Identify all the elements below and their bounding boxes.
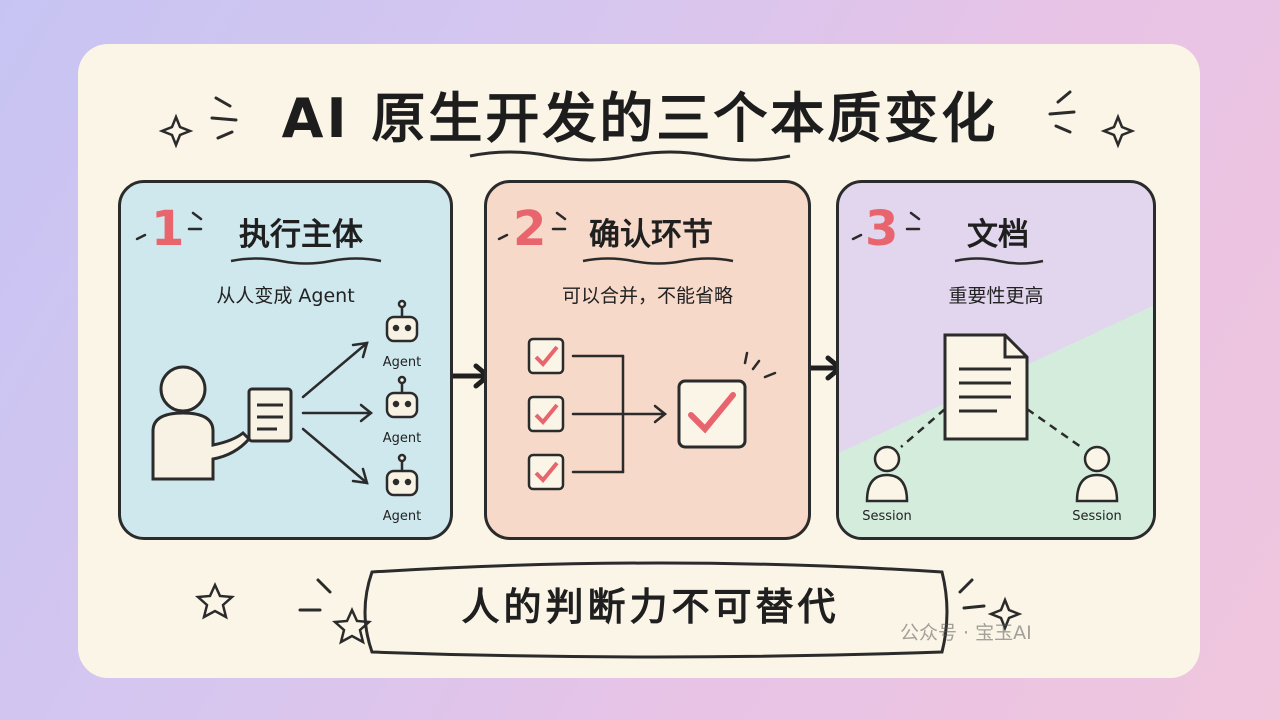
- panel-subtitle: 可以合并，不能省略: [561, 285, 733, 307]
- panel-executor: 1 执行主体 从人变成 Agent: [118, 180, 453, 540]
- panel-illustration: [497, 211, 777, 491]
- session-label: Session: [862, 509, 912, 524]
- tagline-lines-left: [298, 578, 332, 612]
- heading-underline: [230, 257, 382, 265]
- title-underline: [469, 150, 791, 162]
- title-lines-right: [1048, 90, 1076, 134]
- agent-label: Agent: [382, 509, 422, 524]
- robot-icon: [385, 375, 419, 419]
- panel-number: 2: [513, 201, 547, 257]
- agent-label: Agent: [382, 431, 422, 446]
- sparkle-icon: [987, 596, 1023, 632]
- session-label: Session: [1072, 509, 1122, 524]
- robot-icon: [385, 299, 419, 343]
- panel-heading: 文档: [967, 217, 1029, 253]
- panel-heading: 确认环节: [589, 217, 713, 253]
- person-icon: [151, 365, 252, 481]
- checkbox-icon: [527, 337, 565, 375]
- watermark: 公众号 · 宝玉AI: [900, 622, 1032, 644]
- panel-documentation: 3 文档 重要性更高 Session Session: [836, 180, 1156, 540]
- tagline-lines-right: [958, 578, 986, 610]
- panel-number: 1: [151, 201, 185, 257]
- merged-checkbox-icon: [677, 379, 747, 449]
- sparkle-icon: [158, 113, 194, 149]
- document-icon: [943, 333, 1029, 441]
- user-icon: [865, 445, 909, 503]
- sparkle-icon: [1100, 113, 1136, 149]
- checkbox-icon: [527, 453, 565, 491]
- arrow-right-icon: [445, 363, 491, 389]
- panel-subtitle: 重要性更高: [948, 285, 1044, 307]
- panel-subtitle: 从人变成 Agent: [216, 285, 355, 307]
- heading-underline: [582, 257, 734, 265]
- title-lines-left: [210, 96, 238, 140]
- panel-heading: 执行主体: [239, 217, 363, 253]
- heading-underline: [954, 257, 1044, 265]
- tagline-bubble: [363, 561, 949, 659]
- tagline: 人的判断力不可替代: [461, 585, 840, 629]
- panel-illustration: [135, 211, 419, 497]
- star-icon: [194, 581, 236, 620]
- page-title: AI 原生开发的三个本质变化: [281, 87, 999, 150]
- user-icon: [1075, 445, 1119, 503]
- panel-confirmation: 2 确认环节 可以合并，不能省略: [484, 180, 811, 540]
- agent-label: Agent: [382, 355, 422, 370]
- panel-number: 3: [865, 201, 899, 257]
- checkbox-icon: [527, 395, 565, 433]
- document-icon: [247, 387, 293, 443]
- robot-icon: [385, 453, 419, 497]
- panel-illustration: [851, 211, 1119, 503]
